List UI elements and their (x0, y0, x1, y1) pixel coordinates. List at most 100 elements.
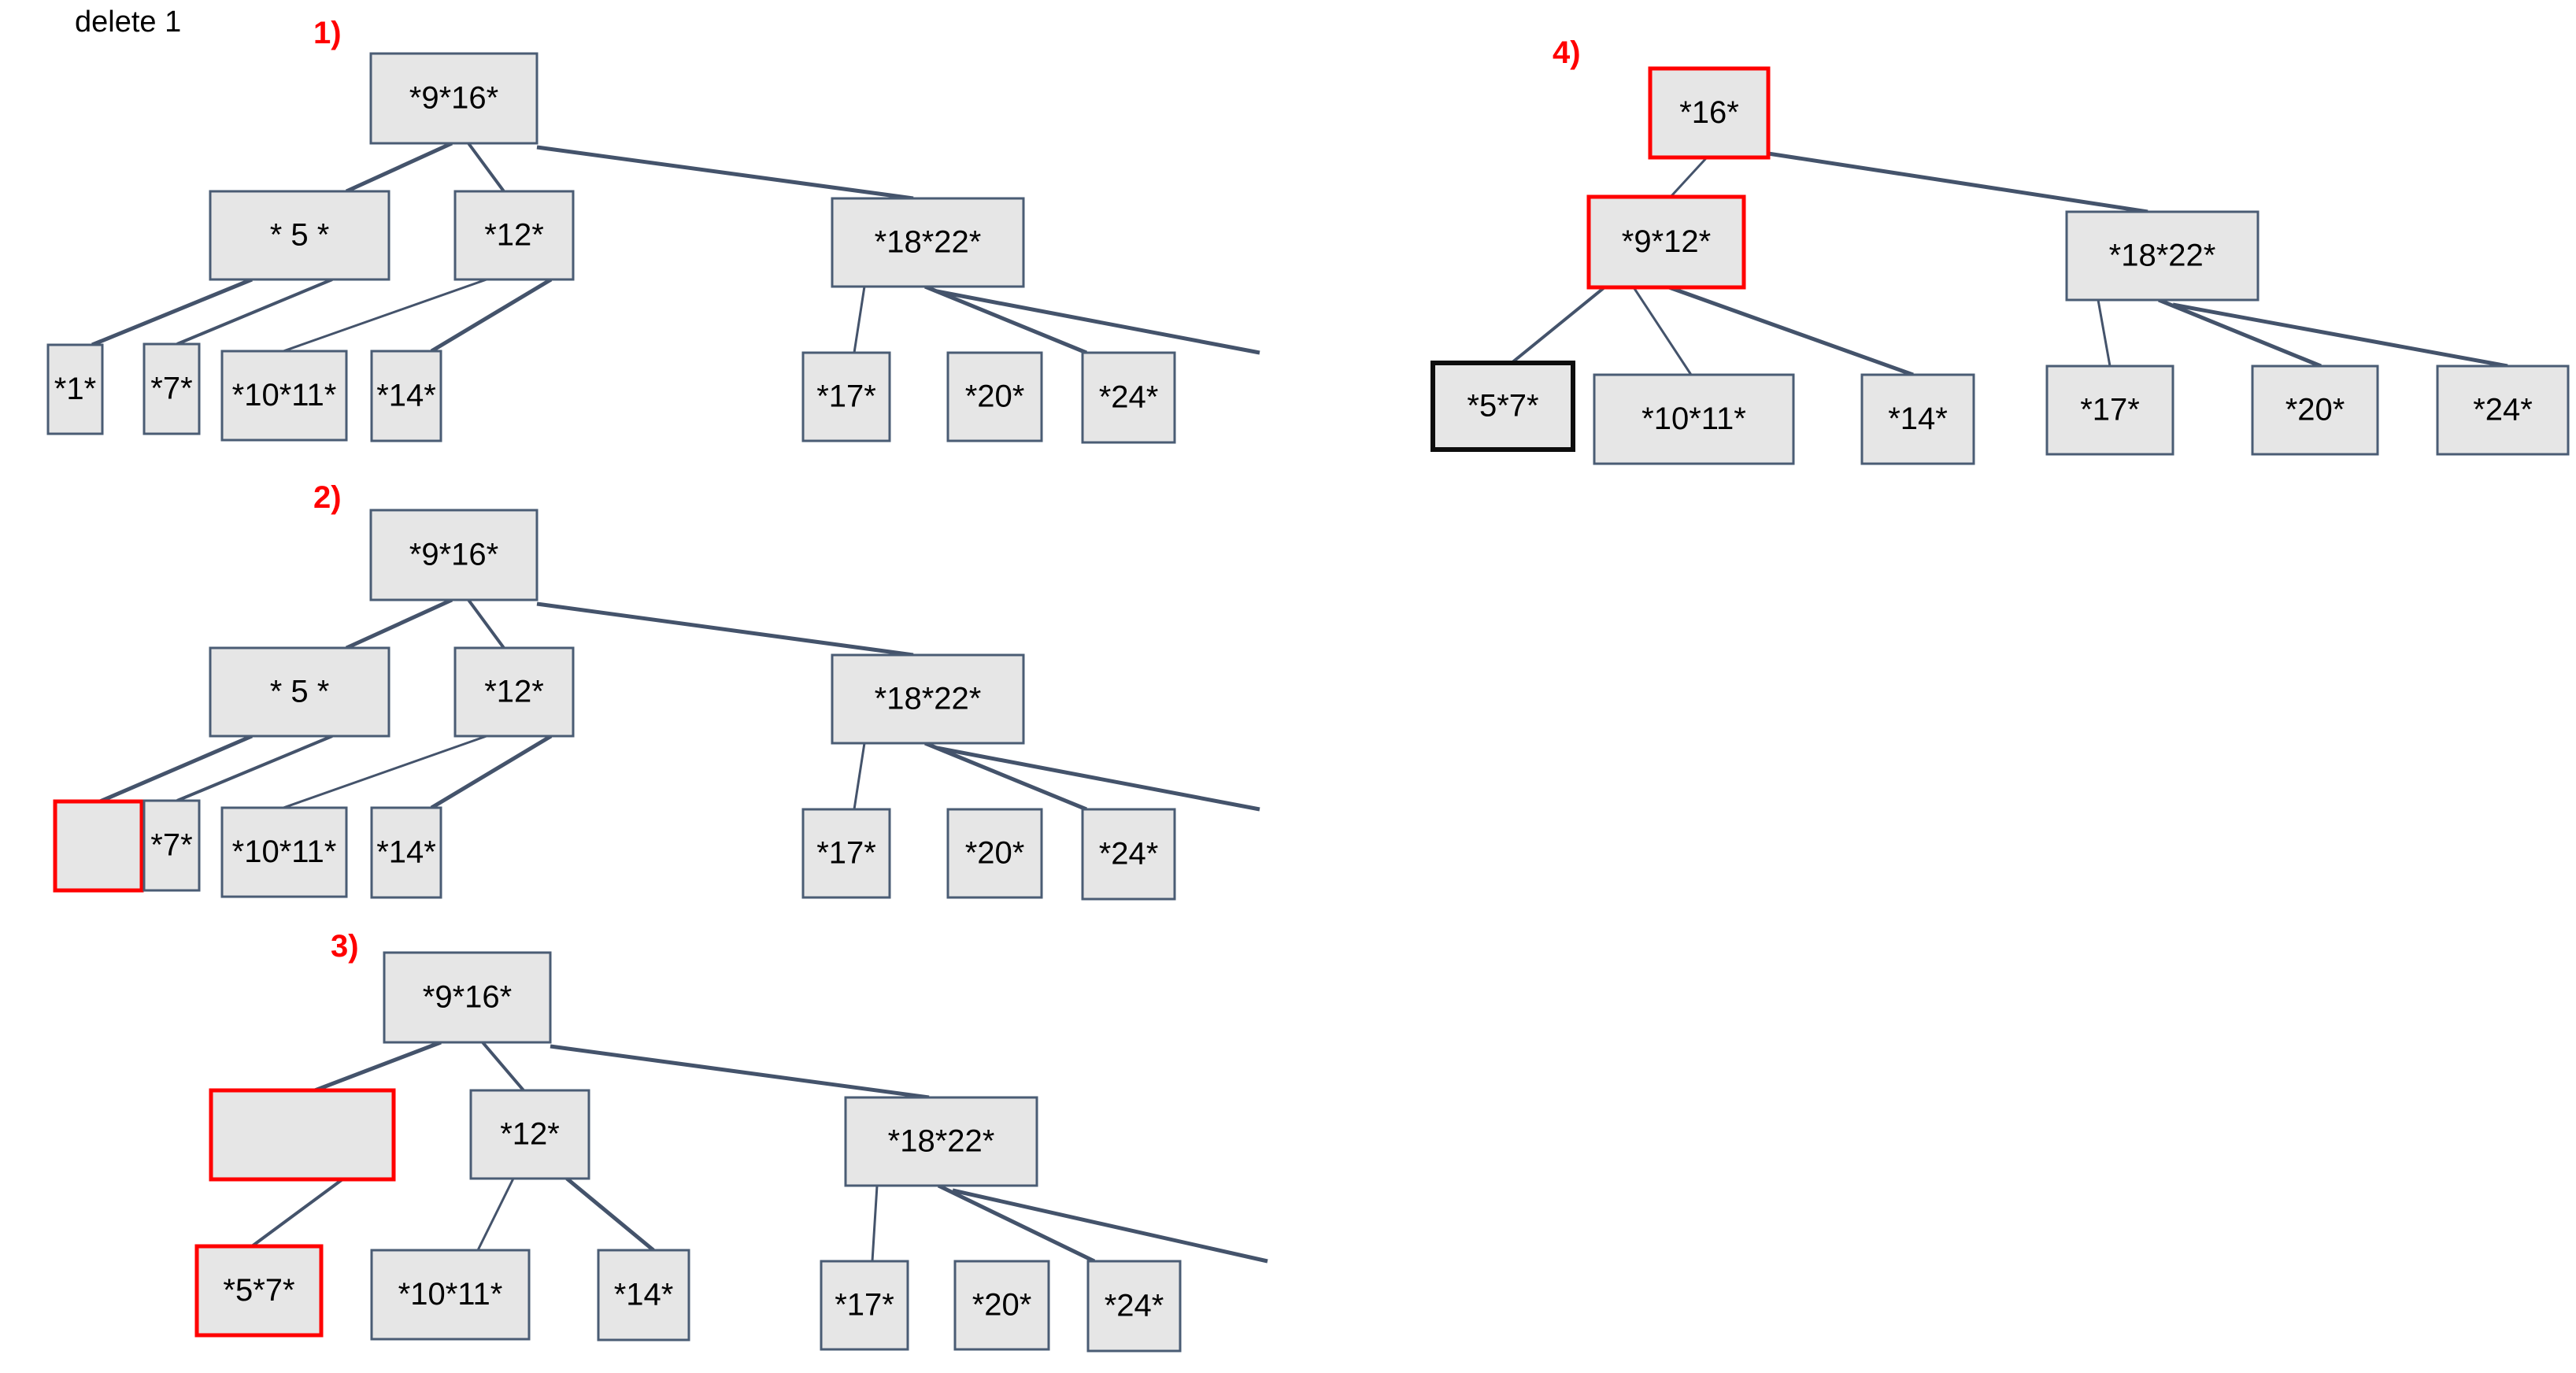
tree-node-leaf-24[interactable]: *24* (2436, 365, 2570, 456)
tree-node-leaf-24[interactable]: *24* (1086, 1260, 1182, 1353)
tree-node-child-9-12[interactable]: *9*12* (1586, 194, 1746, 290)
tree-edge-child-18-22-to-leaf-17 (853, 286, 866, 353)
node-box (844, 1096, 1038, 1187)
node-box (142, 342, 201, 435)
tree-node-leaf-10-11[interactable]: *10*11* (220, 806, 348, 898)
tree-node-leaf-17[interactable]: *17* (801, 808, 891, 899)
node-box (53, 799, 144, 893)
node-label: *9*16* (409, 538, 498, 572)
tree-node-leaf-10-11[interactable]: *10*11* (1593, 373, 1795, 465)
tree-node-leaf-14[interactable]: *14* (370, 350, 442, 442)
node-label: *9*16* (409, 81, 498, 116)
tree-node-leaf-7[interactable]: *7* (142, 799, 201, 892)
tree-node-leaf-24[interactable]: *24* (1081, 808, 1176, 901)
tree-node-child-12[interactable]: *12* (469, 1089, 590, 1180)
tree-edge-child-5-to-leaf-7 (176, 278, 333, 346)
node-label: *17* (816, 379, 876, 414)
node-box (1086, 1260, 1182, 1353)
node-label: *7* (150, 372, 192, 406)
node-box (801, 351, 891, 442)
node-label: *10*11* (232, 378, 337, 413)
node-label: *24* (1105, 1289, 1164, 1323)
step-1: *9*16* * 5 * *12* *18*22* *1* *7* *10*11* *14* *… (46, 16, 1260, 444)
node-box (1593, 373, 1795, 465)
tree-node-child-18-22[interactable]: *18*22* (844, 1096, 1038, 1187)
node-box (946, 808, 1043, 899)
tree-edge-child-12-to-leaf-14 (430, 277, 553, 353)
tree-node-leaf-1[interactable]: *1* (46, 343, 104, 435)
node-box (2065, 210, 2260, 302)
tree-node-leaf-10-11[interactable]: *10*11* (220, 350, 348, 442)
tree-edge-child-18-22-to-leaf-20 (937, 1183, 1096, 1264)
node-box (801, 808, 891, 899)
tree-node-leaf-10-11[interactable]: *10*11* (370, 1249, 531, 1341)
tree-node-leaf-20[interactable]: *20* (946, 351, 1043, 442)
node-box (1430, 361, 1575, 452)
node-box (2436, 365, 2570, 456)
tree-node-leaf-empty[interactable] (53, 799, 144, 893)
node-box (220, 350, 348, 442)
tree-node-leaf-7[interactable]: *7* (142, 342, 201, 435)
node-box (46, 343, 104, 435)
tree-node-root[interactable]: *9*16* (383, 951, 552, 1044)
node-label: *17* (835, 1288, 894, 1323)
node-box (370, 1249, 531, 1341)
tree-node-child-5[interactable]: * 5 * (209, 646, 390, 738)
tree-node-child-12[interactable]: *12* (453, 646, 575, 738)
step-number-label: 3) (331, 929, 359, 964)
tree-edge-child-5-to-leaf-7 (176, 735, 333, 802)
tree-node-leaf-24[interactable]: *24* (1081, 351, 1176, 444)
node-label: *18*22* (875, 682, 982, 716)
node-box (2045, 365, 2174, 456)
node-box (820, 1260, 909, 1351)
tree-node-leaf-17[interactable]: *17* (801, 351, 891, 442)
tree-node-leaf-17[interactable]: *17* (820, 1260, 909, 1351)
step-1-nodes: *9*16* * 5 * *12* *18*22* *1* *7* *10*11* *14* *… (46, 52, 1176, 444)
tree-node-leaf-20[interactable]: *20* (953, 1260, 1050, 1351)
node-box (831, 197, 1025, 288)
node-label: *14* (614, 1278, 674, 1312)
tree-node-leaf-17[interactable]: *17* (2045, 365, 2174, 456)
node-box (369, 52, 539, 145)
tree-node-leaf-14[interactable]: *14* (370, 806, 442, 899)
tree-node-child-5[interactable]: * 5 * (209, 190, 390, 281)
tree-node-child-12[interactable]: *12* (453, 190, 575, 281)
node-label: *14* (376, 379, 436, 413)
tree-node-root[interactable]: *9*16* (369, 52, 539, 145)
tree-edge-root-to-child-5 (345, 141, 453, 194)
step-3-nodes: *9*16* *12* *18*22* *5*7* *10*11* *14* *17* *20… (194, 951, 1182, 1353)
tree-edge-child-5-to-leaf-empty (99, 734, 253, 804)
tree-node-leaf-14[interactable]: *14* (597, 1249, 690, 1342)
tree-node-leaf-5-7[interactable]: *5*7* (194, 1244, 324, 1338)
node-box (370, 806, 442, 899)
tree-node-leaf-5-7[interactable]: *5*7* (1430, 361, 1575, 452)
tree-node-leaf-20[interactable]: *20* (946, 808, 1043, 899)
tree-node-child-empty[interactable] (209, 1088, 396, 1182)
node-label: *24* (1099, 837, 1159, 872)
tree-node-root-16[interactable]: *16* (1648, 66, 1771, 160)
node-label: *12* (484, 218, 544, 253)
node-box (2251, 365, 2379, 456)
node-label: *18*22* (875, 225, 982, 260)
node-label: *10*11* (398, 1277, 503, 1312)
node-box (831, 653, 1025, 745)
tree-node-child-18-22[interactable]: *18*22* (831, 653, 1025, 745)
node-box (220, 806, 348, 898)
node-box (1586, 194, 1746, 290)
tree-node-leaf-14[interactable]: *14* (1860, 373, 1975, 465)
tree-edge-root-16-to-child-18-22 (1767, 151, 2149, 214)
tree-node-leaf-20[interactable]: *20* (2251, 365, 2379, 456)
step-number-label: 1) (313, 16, 342, 50)
caption-label: delete 1 (75, 6, 181, 39)
node-label: *18*22* (888, 1124, 995, 1159)
tree-node-child-18-22[interactable]: *18*22* (831, 197, 1025, 288)
tree-node-root[interactable]: *9*16* (369, 509, 539, 601)
node-label: *9*12* (1622, 224, 1711, 259)
tree-node-child-18-22[interactable]: *18*22* (2065, 210, 2260, 302)
node-label: *18*22* (2109, 239, 2216, 273)
node-label: *20* (972, 1288, 1032, 1323)
step-3: *9*16* *12* *18*22* *5*7* *10*11* *14* *17* *20… (194, 929, 1268, 1353)
node-label: *20* (965, 836, 1025, 871)
tree-edge-child-9-12-to-leaf-14 (1668, 285, 1914, 377)
